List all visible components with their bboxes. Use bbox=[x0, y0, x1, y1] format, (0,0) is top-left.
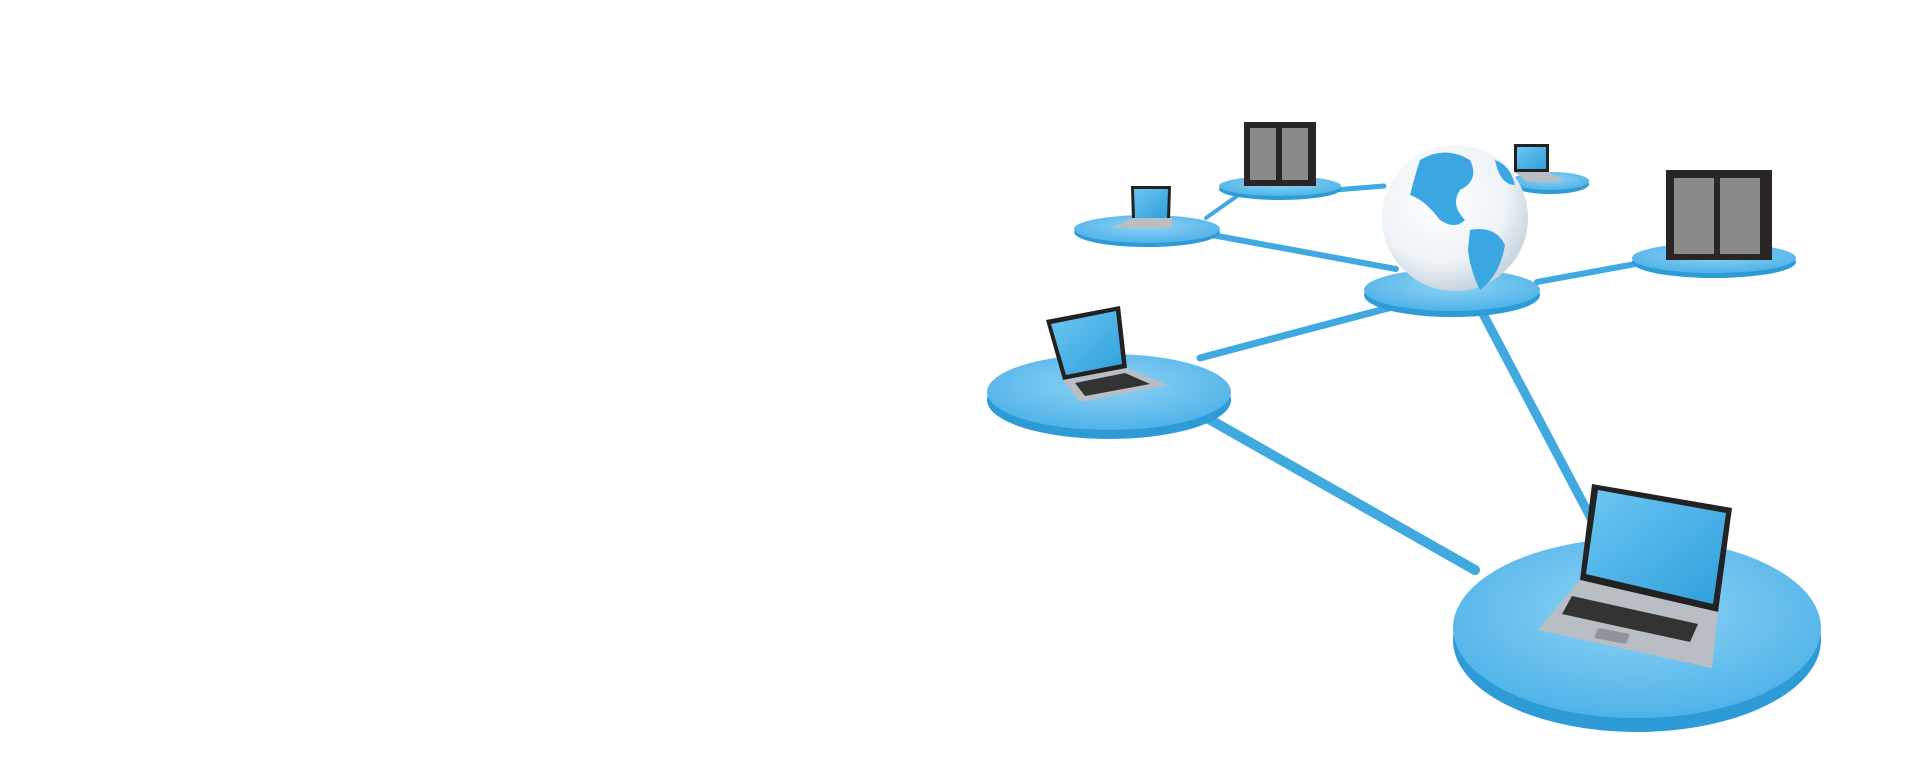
laptop-top-right bbox=[1514, 144, 1565, 182]
link-laptop-top-left-server-top bbox=[1204, 194, 1239, 220]
link-globe-laptop-top-left bbox=[1209, 232, 1399, 272]
laptop-top-left bbox=[1112, 186, 1172, 228]
platform-top bbox=[1074, 215, 1220, 243]
server-right bbox=[1666, 170, 1772, 260]
server-top bbox=[1244, 122, 1316, 186]
link-globe-server-top bbox=[1332, 183, 1387, 193]
link-globe-laptop-middle bbox=[1196, 302, 1400, 362]
laptop-middle bbox=[1046, 306, 1168, 402]
laptop-large bbox=[1538, 484, 1732, 668]
link-globe-server-right bbox=[1534, 260, 1644, 285]
platforms bbox=[987, 172, 1821, 732]
link-laptop-middle-laptop-large bbox=[1195, 409, 1480, 575]
network-links bbox=[1195, 176, 1644, 575]
link-globe-laptop-large bbox=[1477, 307, 1597, 525]
globe-icon bbox=[1382, 145, 1528, 291]
